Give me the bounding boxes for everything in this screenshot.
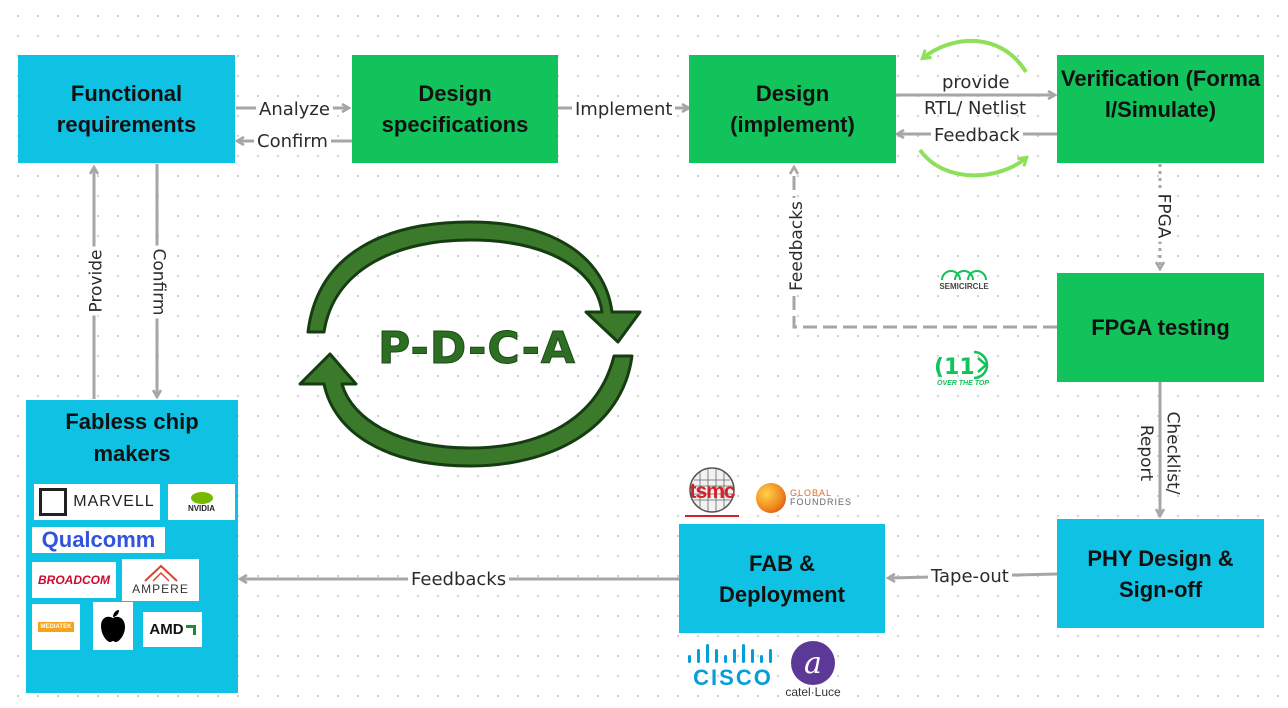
fabless-chip-makers-label: Fabless chip makers [65, 409, 199, 466]
semicircle-mark-icon [941, 269, 987, 280]
marvell-logo: MARVELL [34, 484, 160, 520]
functional-requirements-box: Functional requirements [18, 55, 235, 163]
mediatek-logo: MEDIATEK [32, 604, 80, 650]
implement-label: Implement [572, 99, 676, 121]
svg-text:(11: (11 [934, 355, 975, 380]
ott-mark-icon: (11 [934, 350, 989, 380]
checklist-label: Checklist/ [1162, 411, 1183, 495]
globalfoundries-text-1: GLOBAL [790, 488, 833, 498]
alcatel-lucent-text: catel·Luce [785, 685, 841, 699]
feedback-label: Feedback [931, 125, 1023, 147]
pdca-arrow-top [306, 220, 642, 344]
nvidia-text: NVIDIA [187, 503, 216, 513]
tsmc-wafer-icon [685, 467, 739, 517]
design-implement-box: Design (implement) [689, 55, 896, 163]
feedbacks-dashed-arrow [794, 168, 1057, 329]
functional-requirements-label: Functional requirements [56, 81, 197, 137]
ampere-text: AMPERE [132, 582, 189, 596]
rtl-netlist-label: RTL/ Netlist [924, 98, 1027, 119]
amd-arrow-icon [185, 624, 196, 635]
phy-design-label: PHY Design & Sign-off [1087, 545, 1234, 602]
loop-arrow-top [923, 39, 1028, 74]
design-specifications-label: Design specifications [381, 81, 529, 137]
fpga-label: FPGA [1153, 190, 1174, 242]
report-label: Report [1136, 424, 1157, 482]
nvidia-eye-icon [190, 491, 213, 504]
verification-label: Verification (Formal/Simulate) [1060, 66, 1261, 122]
qualcomm-text: Qualcomm [41, 527, 156, 552]
tape-out-label: Tape-out [928, 566, 1012, 588]
ott-text: OVER THE TOP [937, 379, 989, 387]
apple-icon [101, 610, 125, 642]
provide-label: provide [942, 72, 1010, 93]
design-specifications-box: Design specifications [352, 55, 558, 163]
cisco-logo: CISCO [684, 640, 782, 692]
design-implement-label: Design (implement) [730, 81, 855, 137]
phy-design-box: PHY Design & Sign-off [1057, 519, 1264, 628]
globalfoundries-logo: GLOBAL FOUNDRIES [756, 480, 866, 516]
marvell-text: MARVELL [73, 493, 155, 510]
confirm-left-label: Confirm [148, 245, 169, 319]
semicircle-logo: SEMICIRCLE [926, 260, 1002, 294]
fab-deployment-label: FAB & Deployment [719, 550, 845, 607]
cisco-bars-icon [688, 644, 772, 663]
feedbacks-bottom-label: Feedbacks [408, 569, 510, 591]
globalfoundries-text-2: FOUNDRIES [790, 497, 853, 507]
ampere-logo: AMPERE [122, 559, 199, 601]
pdca-label: P-D-C-A [378, 323, 576, 375]
marvell-mark-icon [39, 488, 68, 516]
analyze-label: Analyze [256, 99, 333, 121]
amd-logo: AMD [143, 612, 202, 647]
qualcomm-logo: Qualcomm [32, 527, 165, 553]
loop-arrow-bottom [918, 148, 1026, 178]
confirm-label-top: Confirm [254, 131, 331, 153]
cisco-text: CISCO [693, 665, 773, 690]
fpga-testing-label: FPGA testing [1091, 315, 1230, 340]
mediatek-text: MEDIATEK [37, 622, 75, 632]
ott-logo: (11 OVER THE TOP [928, 344, 998, 390]
provide-left-label: Provide [86, 246, 107, 316]
pdca-arrow-bottom [298, 352, 634, 468]
alcatel-lucent-mark-icon: a [791, 641, 835, 685]
apple-logo [93, 602, 133, 650]
fpga-testing-box: FPGA testing [1057, 273, 1264, 382]
alcatel-lucent-logo: a catel·Luce [782, 640, 844, 700]
verification-box: Verification (Formal/Simulate) [1057, 55, 1264, 163]
semicircle-text: SEMICIRCLE [939, 281, 989, 291]
broadcom-logo: BROADCOM [32, 562, 116, 598]
ampere-mark-icon [143, 564, 178, 582]
globalfoundries-mark-icon [756, 483, 786, 513]
nvidia-logo: NVIDIA [168, 484, 235, 520]
amd-text: AMD [149, 621, 184, 638]
feedbacks-vertical-label: Feedbacks [786, 198, 807, 294]
broadcom-text: BROADCOM [38, 573, 110, 587]
tsmc-logo: tsmc [679, 466, 745, 518]
fab-deployment-box: FAB & Deployment [679, 524, 885, 633]
tsmc-text: tsmc [689, 480, 735, 503]
